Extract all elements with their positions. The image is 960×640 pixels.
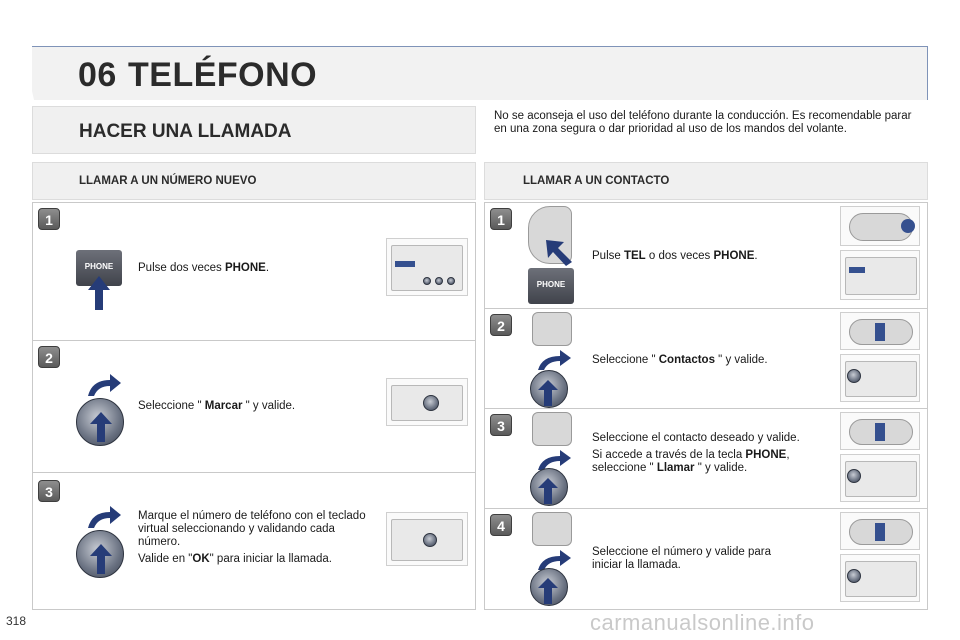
wheel-thumbnail	[840, 512, 920, 550]
arrow-up-icon	[538, 380, 558, 406]
step-badge: 3	[38, 480, 60, 502]
phone-key-icon: PHONE	[528, 268, 574, 304]
highlight	[395, 261, 415, 267]
curved-arrow-icon	[88, 506, 121, 528]
chapter-title: TELÉFONO	[128, 56, 318, 94]
knob-icon	[447, 277, 455, 285]
arrow-up-icon	[538, 478, 558, 504]
wheel-control-icon	[532, 512, 572, 546]
knob-icon	[435, 277, 443, 285]
knob-icon	[847, 569, 861, 583]
knob-icon	[847, 369, 861, 383]
right-subtitle: LLAMAR A UN CONTACTO	[523, 175, 670, 187]
knob-icon	[423, 533, 437, 547]
divider	[32, 472, 476, 473]
knob-icon	[423, 395, 439, 411]
radio-thumbnail	[840, 554, 920, 602]
step-badge: 2	[490, 314, 512, 336]
step-instruction: Pulse dos veces PHONE.	[138, 262, 270, 274]
divider	[484, 308, 928, 309]
chapter-header	[32, 46, 928, 100]
watermark: carmanualsonline.info	[590, 610, 815, 635]
step-badge: 1	[38, 208, 60, 230]
step-instruction: Seleccione el contacto deseado y valide.…	[592, 432, 800, 474]
curved-arrow-icon	[88, 374, 121, 396]
arrow-diagonal-icon	[546, 240, 572, 266]
step-instruction: Marque el número de teléfono con el tecl…	[138, 510, 366, 565]
radio-thumbnail	[840, 250, 920, 300]
radio-thumbnail	[840, 354, 920, 402]
divider	[484, 408, 928, 409]
radio-thumbnail	[386, 512, 468, 566]
arrow-up-icon	[538, 578, 558, 604]
step-badge: 4	[490, 514, 512, 536]
left-subtitle: LLAMAR A UN NÚMERO NUEVO	[79, 175, 257, 187]
highlight	[901, 219, 915, 233]
curved-arrow-icon	[538, 550, 571, 570]
wheel-control-icon	[532, 312, 572, 346]
curved-arrow-icon	[538, 350, 571, 370]
wheel-thumbnail	[840, 312, 920, 350]
section-banner: HACER UNA LLAMADA	[32, 106, 476, 154]
step-badge: 2	[38, 346, 60, 368]
chapter-number: 06	[78, 56, 117, 94]
highlight	[849, 267, 865, 273]
highlight	[875, 423, 885, 441]
warning-text: No se aconseja el uso del teléfono duran…	[494, 110, 912, 135]
wheel-thumbnail	[840, 412, 920, 450]
knob-icon	[423, 277, 431, 285]
divider	[484, 508, 928, 509]
wheel-thumbnail	[840, 206, 920, 246]
step-instruction: Pulse TEL o dos veces PHONE.	[592, 250, 758, 262]
radio-thumbnail	[840, 454, 920, 502]
highlight	[875, 523, 885, 541]
section-title: HACER UNA LLAMADA	[79, 121, 292, 142]
right-subtitle-banner: LLAMAR A UN CONTACTO	[484, 162, 928, 200]
step-instruction: Seleccione el número y valide para inici…	[592, 546, 771, 571]
page-number: 318	[6, 614, 27, 628]
arrow-up-icon	[90, 412, 112, 442]
step-badge: 1	[490, 208, 512, 230]
divider	[32, 340, 476, 341]
radio-thumbnail	[386, 378, 468, 426]
wheel-control-icon	[532, 412, 572, 446]
left-subtitle-banner: LLAMAR A UN NÚMERO NUEVO	[32, 162, 476, 200]
radio-thumbnail	[386, 238, 468, 296]
highlight	[875, 323, 885, 341]
step-instruction: Seleccione " Marcar " y valide.	[138, 400, 296, 412]
header-corner	[22, 46, 34, 100]
step-instruction: Seleccione " Contactos " y valide.	[592, 354, 768, 366]
curved-arrow-icon	[538, 450, 571, 470]
arrow-up-icon	[88, 276, 110, 310]
knob-icon	[847, 469, 861, 483]
arrow-up-icon	[90, 544, 112, 574]
step-badge: 3	[490, 414, 512, 436]
